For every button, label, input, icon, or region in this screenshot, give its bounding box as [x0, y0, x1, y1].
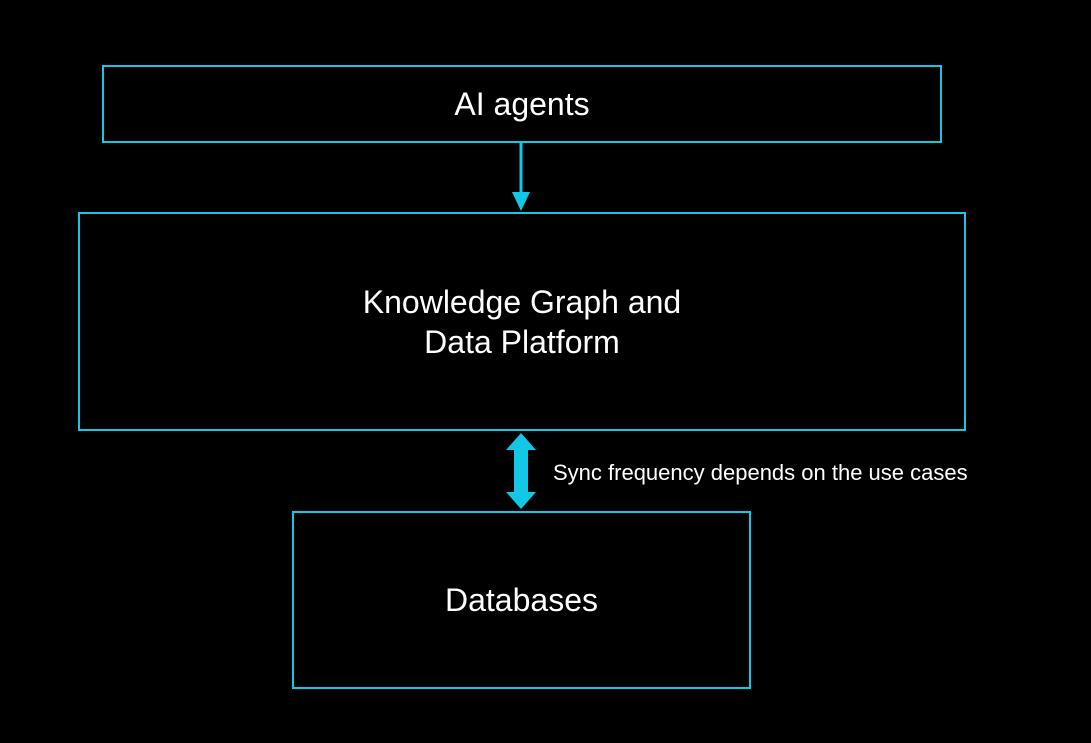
agents-to-kg-arrowhead — [512, 192, 530, 211]
knowledge-graph-node: Knowledge Graph and Data Platform — [78, 212, 966, 431]
ai-agents-label: AI agents — [454, 86, 590, 122]
agents-to-kg-arrow — [512, 143, 530, 211]
kg-db-sync-arrow-shaft — [514, 449, 528, 493]
databases-node: Databases — [292, 511, 751, 689]
kg-db-sync-arrow — [506, 433, 536, 509]
kg-db-sync-arrowhead-up — [506, 433, 536, 450]
kg-db-sync-arrowhead-down — [506, 492, 536, 509]
knowledge-graph-label: Knowledge Graph and Data Platform — [362, 283, 682, 360]
databases-label: Databases — [445, 582, 598, 618]
sync-frequency-annotation: Sync frequency depends on the use cases — [553, 460, 968, 485]
ai-agents-node: AI agents — [102, 65, 942, 143]
